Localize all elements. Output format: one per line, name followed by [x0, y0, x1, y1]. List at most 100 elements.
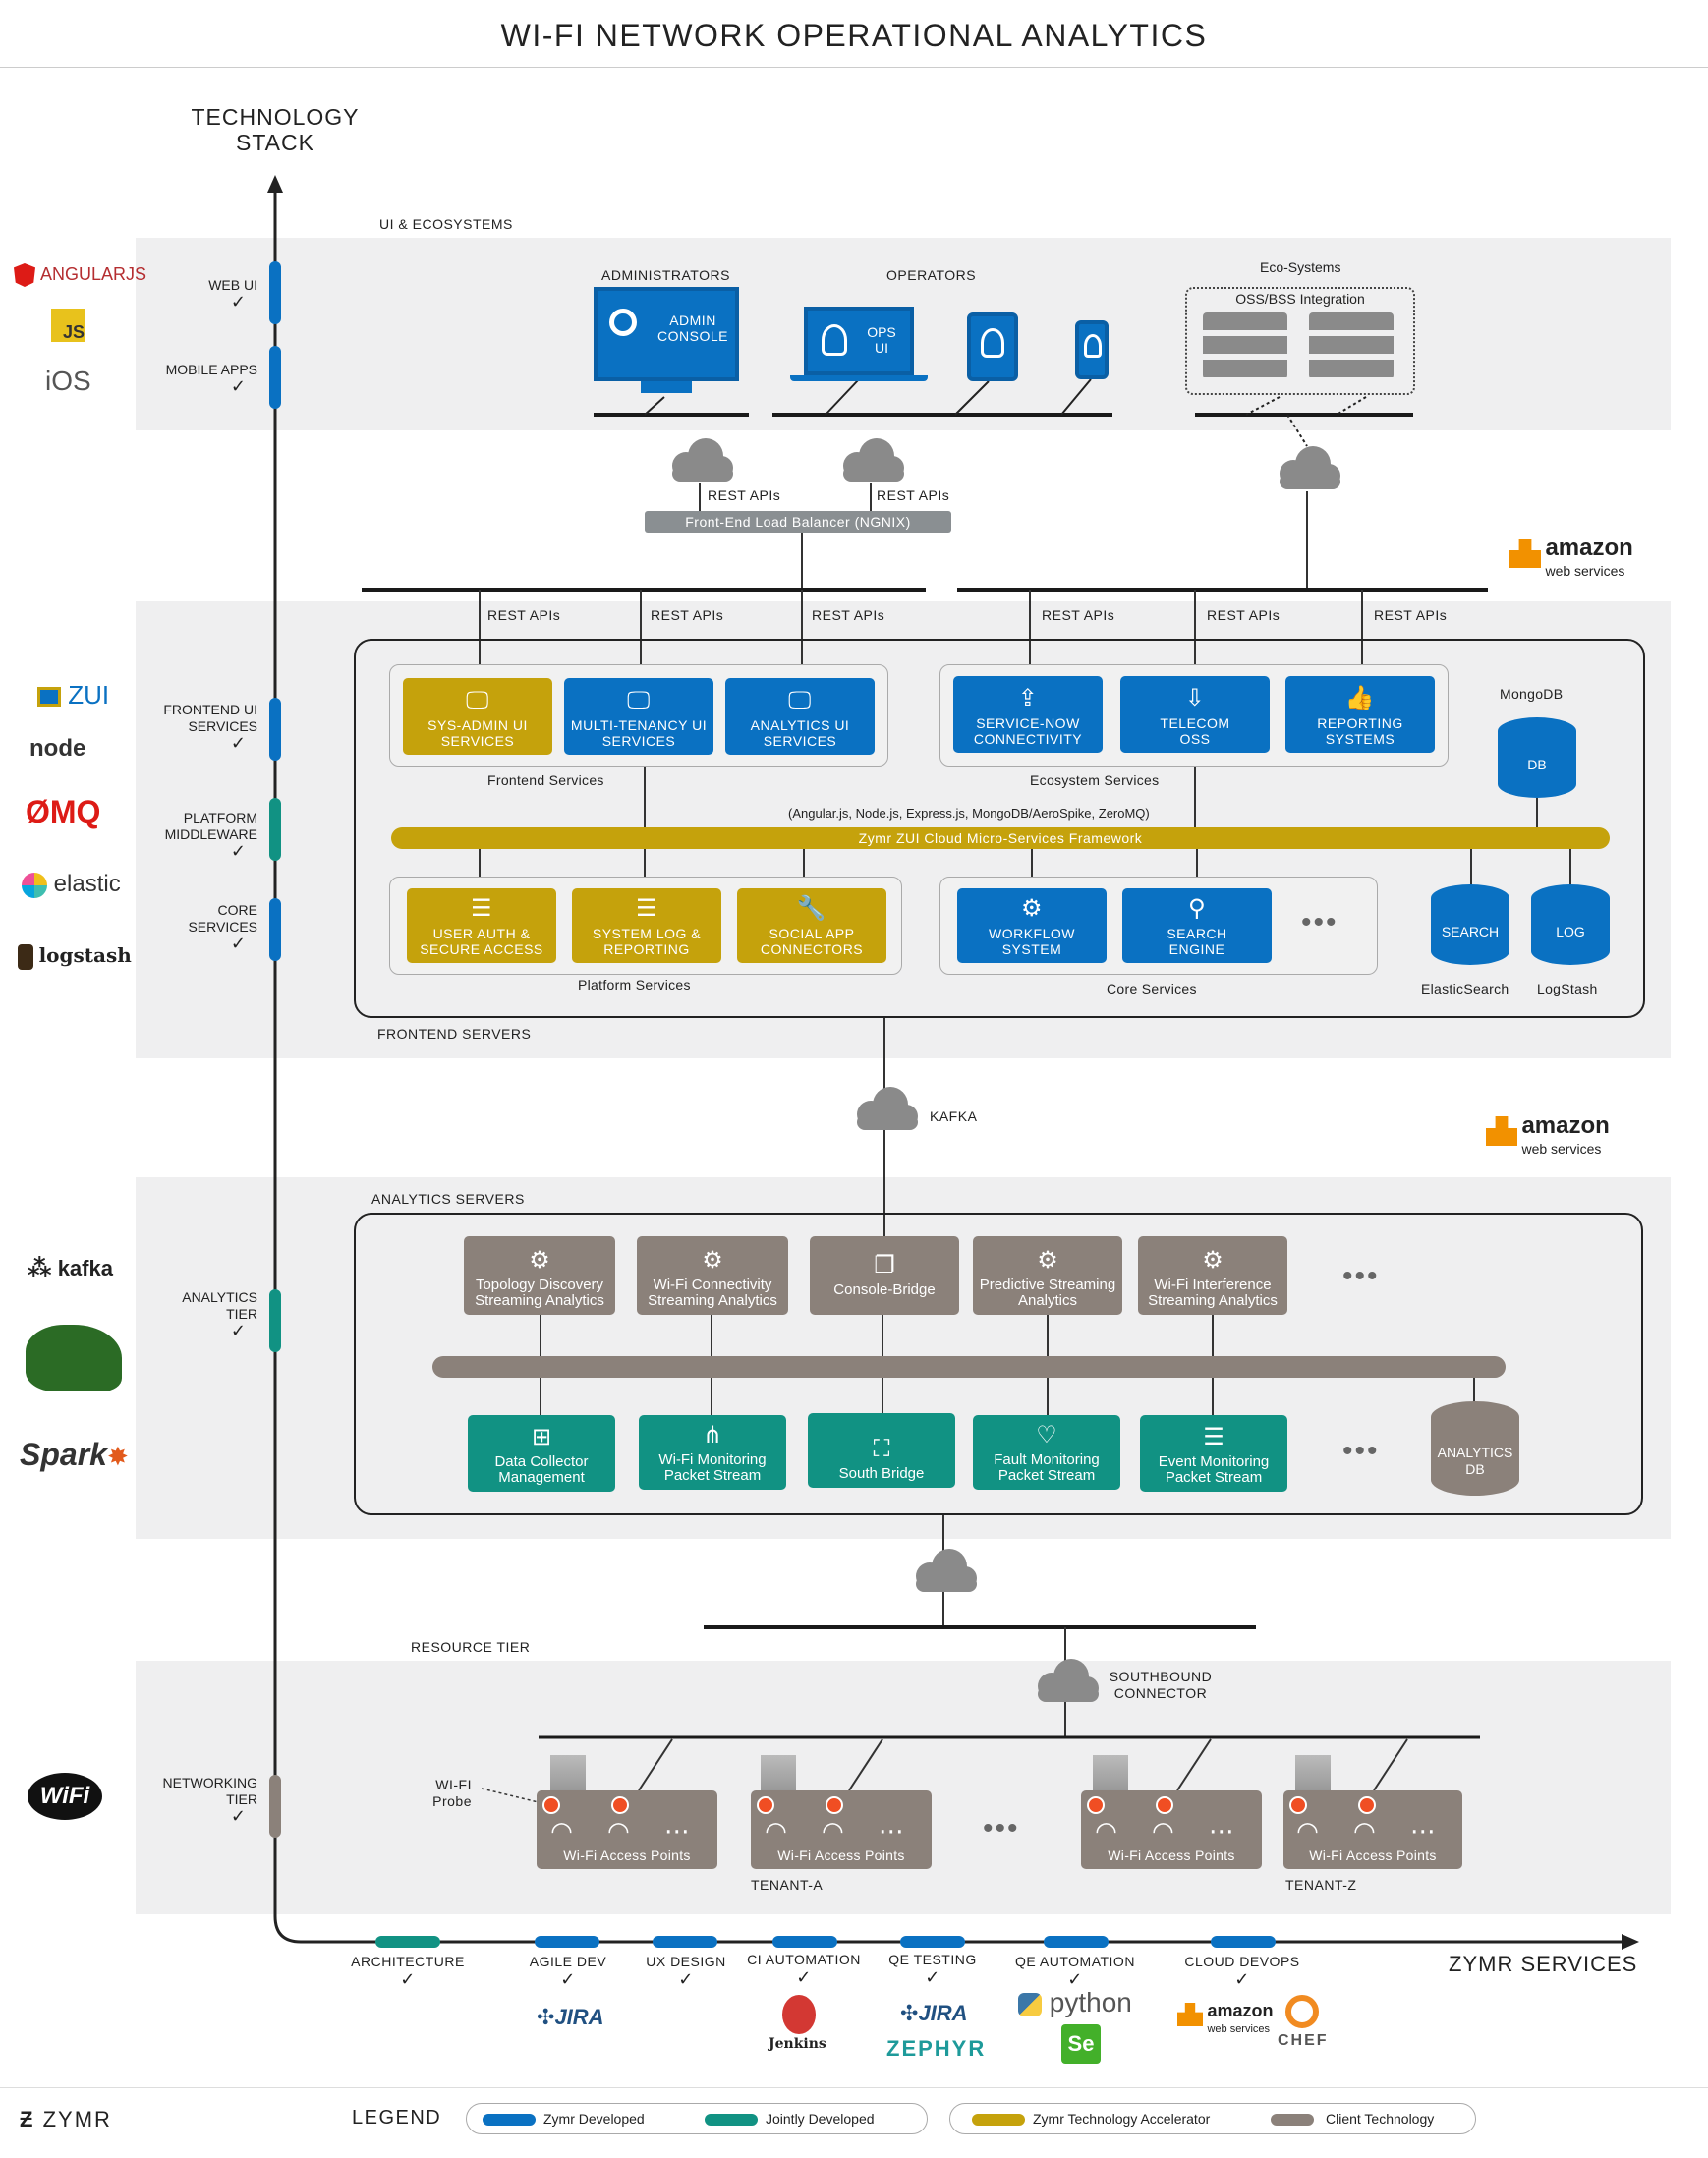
spark-star-icon: ✸: [106, 1442, 129, 1471]
servicenow-connectivity[interactable]: ⇪ SERVICE-NOW CONNECTIVITY: [953, 676, 1103, 753]
service-cloud-devops: CLOUD DEVOPS ✓: [1175, 1954, 1309, 1990]
rest-apis-label: REST APIs: [812, 607, 885, 623]
tech-stack-label: TECHNOLOGY STACK: [191, 104, 360, 155]
check-icon: ✓: [230, 292, 246, 312]
legend-swatch-zymr: [483, 2114, 536, 2126]
tag-core-text: CORE SERVICES: [188, 902, 257, 935]
event-monitoring-stream[interactable]: ☰ Event Monitoring Packet Stream: [1140, 1415, 1287, 1492]
more-dots-icon: •••: [1301, 906, 1338, 938]
share-icon: ⋔: [702, 1422, 723, 1448]
ui-ecosystems-label: UI & ECOSYSTEMS: [379, 216, 513, 232]
seg-frontend-ui: [269, 698, 281, 761]
service-ci-automation: CI AUTOMATION ✓: [739, 1952, 869, 1988]
mongodb-label: MongoDB: [1500, 686, 1564, 702]
multitenancy-ui-services[interactable]: 🖵 MULTI-TENANCY UI SERVICES: [564, 678, 713, 755]
wifi-monitoring-stream[interactable]: ⋔ Wi-Fi Monitoring Packet Stream: [639, 1415, 786, 1490]
fault-monitoring-stream[interactable]: ♡ Fault Monitoring Packet Stream: [973, 1415, 1120, 1490]
zymr-logo: Ƶ ZYMR: [20, 2107, 112, 2131]
aws-logo: amazon web services: [1509, 537, 1633, 582]
oss-bss-label: OSS/BSS Integration: [1235, 291, 1365, 307]
service-segment: [535, 1936, 599, 1948]
gear-icon: ⚙: [702, 1247, 723, 1274]
zui-mark-icon: [37, 687, 61, 708]
rest-apis-label: REST APIs: [877, 487, 950, 503]
reporting-systems[interactable]: 👍 REPORTING SYSTEMS: [1285, 676, 1435, 753]
service-segment: [1211, 1936, 1276, 1948]
frontend-services-label: Frontend Services: [487, 772, 604, 788]
seg-networking: [269, 1775, 281, 1838]
tag-platform: PLATFORM MIDDLEWARE ✓: [147, 810, 257, 860]
service-qe-automation: QE AUTOMATION ✓: [1008, 1954, 1142, 1990]
spark-logo: Spark✸: [20, 1437, 129, 1472]
topology-discovery[interactable]: ⚙ Topology Discovery Streaming Analytics: [464, 1236, 615, 1315]
tag-mobile: MOBILE APPS ✓: [138, 362, 257, 395]
data-collector-management[interactable]: ⊞ Data Collector Management: [468, 1415, 615, 1492]
check-icon: ✓: [796, 1967, 812, 1987]
zui-logo: ZUI: [37, 680, 109, 710]
tag-core: CORE SERVICES ✓: [167, 902, 257, 952]
analytics-db-cylinder: ANALYTICS DB: [1431, 1401, 1519, 1496]
ops-tablet[interactable]: [967, 312, 1018, 381]
service-agile-dev: AGILE DEV ✓: [517, 1954, 619, 1990]
nodejs-logo: node: [29, 735, 86, 762]
seg-core: [269, 898, 281, 961]
probe-dot-icon: [757, 1796, 774, 1814]
probe-dot-icon: [1156, 1796, 1173, 1814]
title-bar: WI-FI NETWORK OPERATIONAL ANALYTICS: [0, 0, 1708, 68]
service-ux-design: UX DESIGN ✓: [635, 1954, 737, 1990]
check-icon: ✓: [560, 1969, 576, 1989]
seg-analytics: [269, 1289, 281, 1352]
thumbs-up-icon: 👍: [1344, 685, 1376, 711]
admin-monitor[interactable]: ADMIN CONSOLE: [594, 287, 739, 381]
zymr-mark-icon: Ƶ: [20, 2107, 35, 2131]
monitor-icon: 🖵: [627, 687, 651, 713]
wifi-interference-analytics[interactable]: ⚙ Wi-Fi Interference Streaming Analytics: [1138, 1236, 1287, 1315]
analytics-ui-services[interactable]: 🖵 ANALYTICS UI SERVICES: [725, 678, 875, 755]
legend-group-tech: Zymr Technology Accelerator Client Techn…: [949, 2103, 1476, 2134]
list-icon: ☰: [635, 895, 657, 922]
hierarchy-icon: ⛶: [873, 1436, 890, 1462]
check-icon: ✓: [230, 934, 246, 953]
check-icon: ✓: [1067, 1969, 1083, 1989]
tag-web-ui-text: WEB UI: [208, 277, 257, 293]
user-icon: [981, 328, 1004, 358]
gear-icon: ⚙: [1037, 1247, 1058, 1274]
wifi-icon: ◠ ◠ ⋯: [765, 1816, 918, 1846]
service-qe-testing: QE TESTING ✓: [877, 1952, 989, 1988]
telecom-oss[interactable]: ⇩ TELECOM OSS: [1120, 676, 1270, 753]
core-services-label: Core Services: [1107, 981, 1197, 996]
building-icon: [761, 1755, 796, 1790]
log-cylinder: LOG: [1531, 884, 1610, 965]
system-log-reporting[interactable]: ☰ SYSTEM LOG & REPORTING: [572, 888, 721, 963]
social-app-connectors[interactable]: 🔧 SOCIAL APP CONNECTORS: [737, 888, 886, 963]
wifi-connectivity-analytics[interactable]: ⚙ Wi-Fi Connectivity Streaming Analytics: [637, 1236, 788, 1315]
user-auth-secure-access[interactable]: ☰ USER AUTH & SECURE ACCESS: [407, 888, 556, 963]
elastic-logo: elastic: [22, 871, 121, 898]
tag-frontend-ui: FRONTEND UI SERVICES ✓: [147, 702, 257, 752]
ops-phone[interactable]: [1075, 320, 1109, 379]
search-engine[interactable]: ⚲ SEARCH ENGINE: [1122, 888, 1272, 963]
selenium-logo: Se: [1061, 2024, 1101, 2064]
jenkins-logo: Jenkins: [769, 2036, 826, 2052]
gear-icon: ⚙: [1202, 1247, 1224, 1274]
more-dots-icon: •••: [1342, 1260, 1380, 1292]
kafka-logo: ⁂ kafka: [28, 1255, 113, 1281]
check-icon: ✓: [678, 1969, 694, 1989]
probe-dot-icon: [611, 1796, 629, 1814]
predictive-analytics[interactable]: ⚙ Predictive Streaming Analytics: [973, 1236, 1122, 1315]
python-logo: python: [1018, 1987, 1132, 2018]
sysadmin-ui-services[interactable]: 🖵 SYS-ADMIN UI SERVICES: [403, 678, 552, 755]
console-bridge[interactable]: ❐ Console-Bridge: [810, 1236, 959, 1315]
more-dots-icon: •••: [1342, 1435, 1380, 1467]
ops-laptop[interactable]: OPS UI: [804, 307, 914, 375]
access-points-group[interactable]: ◠ ◠ ⋯ Wi-Fi Access Points: [1283, 1790, 1462, 1869]
south-bridge[interactable]: ⛶ South Bridge: [808, 1413, 955, 1488]
access-points-group[interactable]: ◠ ◠ ⋯ Wi-Fi Access Points: [537, 1790, 717, 1869]
workflow-system[interactable]: ⚙ WORKFLOW SYSTEM: [957, 888, 1107, 963]
gear-icon: ⚙: [1020, 895, 1043, 922]
hadoop-elephant-icon: [26, 1325, 122, 1391]
user-icon: [822, 324, 847, 356]
window-icon: ❐: [874, 1252, 895, 1278]
logstash-logo: logstash: [18, 943, 132, 970]
service-architecture: ARCHITECTURE ✓: [348, 1954, 468, 1990]
